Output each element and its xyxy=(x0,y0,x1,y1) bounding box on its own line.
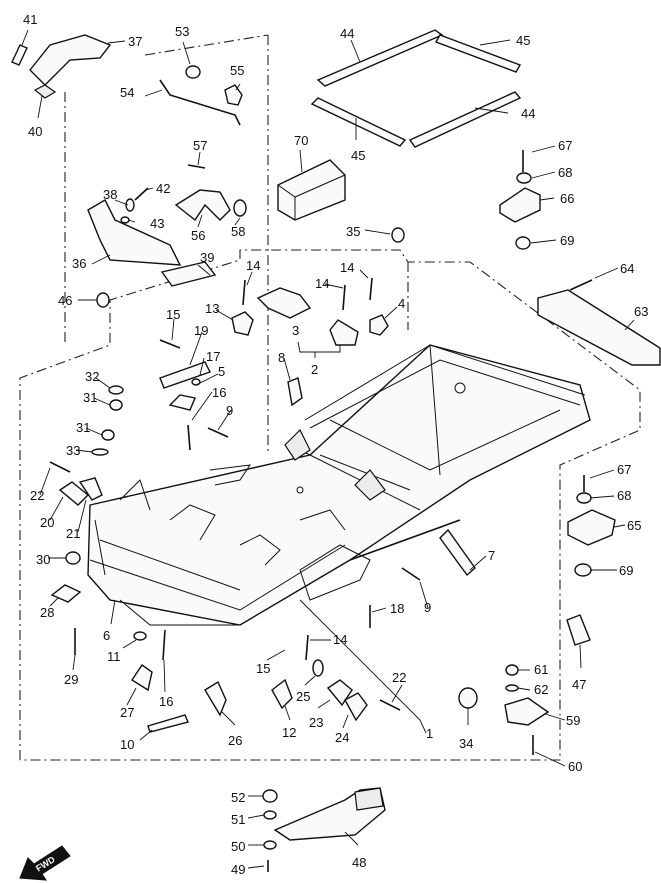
part-number-label: 44 xyxy=(521,106,535,121)
part-number-label: 64 xyxy=(620,261,634,276)
main-frame xyxy=(87,344,591,626)
part-number-label: 56 xyxy=(191,228,205,243)
part-number-label: 14 xyxy=(340,260,354,275)
part-number-label: 32 xyxy=(85,369,99,384)
part-number-label: 60 xyxy=(568,759,582,774)
part-number-label: 53 xyxy=(175,24,189,39)
part-number-label: 54 xyxy=(120,85,134,100)
forward-arrow-icon xyxy=(19,845,71,881)
part-number-label: 45 xyxy=(516,33,530,48)
boundary-lines xyxy=(19,34,641,761)
part-number-label: 22 xyxy=(392,670,406,685)
part-number-label: 31 xyxy=(83,390,97,405)
part-number-label: 36 xyxy=(72,256,86,271)
part-number-label: 33 xyxy=(66,443,80,458)
part-number-label: 26 xyxy=(228,733,242,748)
part-number-label: 51 xyxy=(231,812,245,827)
part-number-label: 2 xyxy=(311,362,318,377)
part-number-label: 50 xyxy=(231,839,245,854)
part-number-label: 14 xyxy=(333,632,347,647)
part-number-label: 6 xyxy=(103,628,110,643)
leader-lines xyxy=(21,29,635,869)
right-parts xyxy=(499,150,661,755)
part-number-label: 23 xyxy=(309,715,323,730)
part-number-label: 4 xyxy=(398,296,405,311)
part-number-label: 9 xyxy=(226,403,233,418)
part-number-label: 63 xyxy=(634,304,648,319)
middle-parts xyxy=(49,277,478,733)
part-number-label: 13 xyxy=(205,301,219,316)
part-number-label: 49 xyxy=(231,862,245,877)
part-number-label: 38 xyxy=(103,187,117,202)
part-number-label: 29 xyxy=(64,672,78,687)
part-number-label: 37 xyxy=(128,34,142,49)
part-number-label: 15 xyxy=(166,307,180,322)
upper-parts xyxy=(11,29,522,287)
part-number-label: 12 xyxy=(282,725,296,740)
part-number-label: 39 xyxy=(200,250,214,265)
part-number-label: 9 xyxy=(424,600,431,615)
part-number-label: 58 xyxy=(231,224,245,239)
part-number-label: 67 xyxy=(558,138,572,153)
part-number-label: 28 xyxy=(40,605,54,620)
part-number-label: 16 xyxy=(212,385,226,400)
part-number-label: 31 xyxy=(76,420,90,435)
part-number-label: 8 xyxy=(278,350,285,365)
part-number-label: 41 xyxy=(23,12,37,27)
part-number-label: 3 xyxy=(292,323,299,338)
part-number-label: 59 xyxy=(566,713,580,728)
part-number-label: 69 xyxy=(619,563,633,578)
part-number-label: 16 xyxy=(159,694,173,709)
part-number-label: 14 xyxy=(246,258,260,273)
part-number-label: 66 xyxy=(560,191,574,206)
part-number-label: 1 xyxy=(426,726,433,741)
part-number-label: 44 xyxy=(340,26,354,41)
part-number-label: 65 xyxy=(627,518,641,533)
part-number-label: 43 xyxy=(150,216,164,231)
part-number-label: 70 xyxy=(294,133,308,148)
part-number-label: 57 xyxy=(193,138,207,153)
part-number-label: 68 xyxy=(617,488,631,503)
part-number-label: 19 xyxy=(194,323,208,338)
part-number-label: 14 xyxy=(315,276,329,291)
part-number-label: 15 xyxy=(256,661,270,676)
part-number-label: 20 xyxy=(40,515,54,530)
part-number-label: 69 xyxy=(560,233,574,248)
part-number-label: 67 xyxy=(617,462,631,477)
part-number-label: 11 xyxy=(107,649,121,664)
part-number-label: 47 xyxy=(572,677,586,692)
part-number-label: 62 xyxy=(534,682,548,697)
part-number-label: 21 xyxy=(66,526,80,541)
part-number-label: 27 xyxy=(120,705,134,720)
part-number-label: 34 xyxy=(459,736,473,751)
part-number-label: 68 xyxy=(558,165,572,180)
part-number-label: 17 xyxy=(206,349,220,364)
part-number-label: 5 xyxy=(218,364,225,379)
part-number-label: 30 xyxy=(36,552,50,567)
part-number-label: 40 xyxy=(28,124,42,139)
part-number-label: 7 xyxy=(488,548,495,563)
part-number-label: 24 xyxy=(335,730,349,745)
part-number-label: 25 xyxy=(296,689,310,704)
part-number-label: 10 xyxy=(120,737,134,752)
part-number-label: 52 xyxy=(231,790,245,805)
part-number-label: 61 xyxy=(534,662,548,677)
part-number-label: 55 xyxy=(230,63,244,78)
part-number-label: 35 xyxy=(346,224,360,239)
part-number-label: 45 xyxy=(351,148,365,163)
bottom-assembly xyxy=(19,787,386,881)
part-number-label: 46 xyxy=(58,293,72,308)
part-number-label: 18 xyxy=(390,601,404,616)
part-number-label: 48 xyxy=(352,855,366,870)
part-number-label: 22 xyxy=(30,488,44,503)
part-number-label: 42 xyxy=(156,181,170,196)
